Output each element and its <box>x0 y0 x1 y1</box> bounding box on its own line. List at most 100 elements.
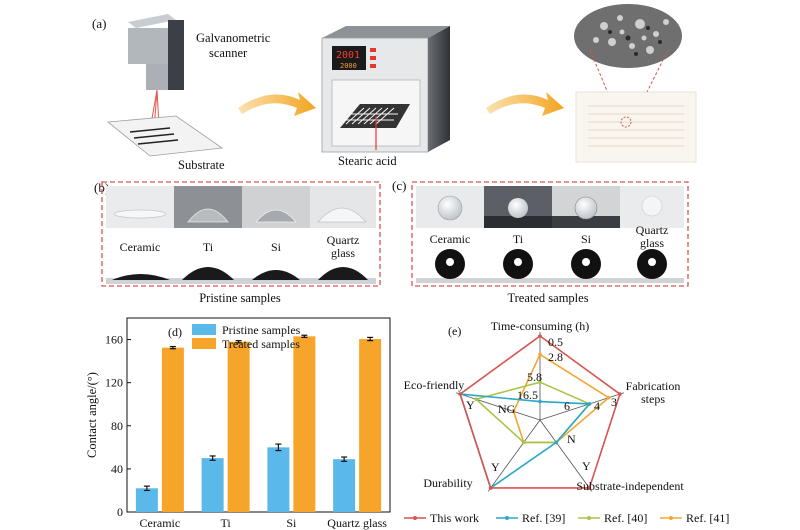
radar-point-ref41 <box>538 352 542 357</box>
bar-pristine <box>267 447 290 512</box>
radar-point-this-work <box>488 486 493 490</box>
bar-treated <box>359 339 382 512</box>
radar-point-this-work <box>587 486 592 490</box>
panel-a-label: (a) <box>92 16 106 31</box>
scanner-label: Galvanometric scanner <box>196 31 273 60</box>
y-tick-label: 80 <box>111 419 123 433</box>
x-tick-label: Quartz glass <box>327 516 387 530</box>
radar-series-this-work <box>459 335 621 489</box>
radar-point-ref40 <box>521 440 526 445</box>
treated-caption: Treated samples <box>507 291 588 305</box>
legend-marker-ref41 <box>669 516 673 520</box>
treated-photos <box>416 186 684 228</box>
process-arrow-2 <box>486 92 564 116</box>
radar-value-label: NG <box>498 402 516 416</box>
pristine-label-ceramic-line1: Ceramic <box>120 240 161 254</box>
acid-label: Stearic acid <box>338 154 397 168</box>
pristine-caption: Pristine samples <box>199 291 281 305</box>
radar-axis-label: Eco-friendly <box>404 378 465 392</box>
radar-axis-label-line: Substrate-independent <box>576 479 684 493</box>
radar-axis-label-line: Durability <box>423 476 472 490</box>
legend-label-this-work: This work <box>430 511 479 525</box>
radar-value-label: Y <box>491 460 500 474</box>
x-tick-label: Ceramic <box>140 516 181 530</box>
oven-illustration: 2001 2000 <box>321 26 450 153</box>
legend-label-treated: Treated samples <box>222 337 300 351</box>
radar-axis-label-line: Eco-friendly <box>404 378 465 392</box>
legend-marker-ref40 <box>587 516 591 520</box>
x-tick-label: Ti <box>221 516 232 530</box>
radar-axis-label-line: Fabrication <box>626 379 681 393</box>
panel-c-label: (c) <box>392 178 406 193</box>
substrate-label: Substrate <box>178 158 225 172</box>
y-tick-label: 40 <box>111 462 123 476</box>
treated-label-si-line1: Si <box>581 232 592 246</box>
radar-axis-label-line: steps <box>641 392 665 406</box>
panel-a: (a) Galvanometric scanner Substrate <box>92 4 697 172</box>
radar-axis-label: Time-consuming (h) <box>491 319 590 333</box>
radar-axis-label-line: Time-consuming (h) <box>491 319 590 333</box>
oven-display-bottom: 2000 <box>340 62 357 70</box>
panel-d-bar-chart: (d) Contact angle/(°) 04080120160Ceramic… <box>85 317 391 530</box>
radar-value-label: Y <box>582 459 591 473</box>
legend-label-ref41: Ref. [41] <box>686 511 729 525</box>
scanner-illustration <box>106 14 224 157</box>
bar-treated <box>293 336 316 512</box>
legend-marker-this-work <box>413 516 417 520</box>
bar-pristine <box>135 488 158 512</box>
pristine-label-quartz-line1: Quartz <box>327 233 360 247</box>
bar-treated <box>227 341 250 512</box>
radar-axis <box>539 419 593 492</box>
y-tick-label: 120 <box>105 376 123 390</box>
scanner-label-line1: Galvanometric <box>196 31 271 45</box>
radar-point-this-work <box>458 392 462 396</box>
scanner-label-line2: scanner <box>209 46 248 60</box>
legend-swatch-treated <box>192 338 216 349</box>
pristine-droplet-profiles <box>106 267 376 284</box>
y-tick-label: 160 <box>105 333 123 347</box>
legend-swatch-pristine <box>192 324 216 335</box>
radar-value-label: 16.5 <box>517 388 538 402</box>
x-tick-label: Si <box>286 516 297 530</box>
bar-pristine <box>333 459 356 512</box>
bar-chart-legend: Pristine samples Treated samples <box>192 323 301 351</box>
process-arrow-1 <box>238 92 316 116</box>
radar-value-label: 6 <box>564 399 570 413</box>
oven-display-top: 2001 <box>336 50 360 61</box>
treated-label-ceramic: Ceramic <box>430 232 471 246</box>
radar-value-label: Y <box>466 398 475 412</box>
radar-axis-label: Substrate-independent <box>576 479 684 493</box>
radar-value-label: 2.8 <box>548 350 563 364</box>
radar-point-ref41 <box>606 395 611 400</box>
radar-point-ref41 <box>511 409 516 414</box>
treated-label-quartz-line1: Quartz <box>636 223 669 237</box>
panel-e-label: (e) <box>448 324 461 338</box>
bar-chart-frame <box>126 317 391 513</box>
panel-c-frame <box>411 181 689 287</box>
bar-treated <box>161 347 184 512</box>
radar-point-ref40 <box>538 380 542 385</box>
pristine-label-ti: Ti <box>203 240 214 254</box>
radar-axis <box>455 392 541 421</box>
legend-label-ref39: Ref. [39] <box>522 511 565 525</box>
radar-value-label: 4 <box>594 399 600 413</box>
panel-b-label: (b) <box>94 180 109 195</box>
pristine-label-ti-line1: Ti <box>203 240 214 254</box>
panel-d-label: (d) <box>168 325 182 339</box>
radar-value-label: 0.5 <box>548 335 563 349</box>
pristine-label-quartz-line2: glass <box>331 246 355 260</box>
radar-axis-label: Durability <box>423 476 472 490</box>
radar-point-this-work <box>538 334 542 338</box>
radar-value-label: 5.8 <box>527 370 542 384</box>
treated-label-quartz-line2: glass <box>640 236 664 250</box>
legend-label-ref40: Ref. [40] <box>604 511 647 525</box>
radar-axis <box>487 419 541 492</box>
